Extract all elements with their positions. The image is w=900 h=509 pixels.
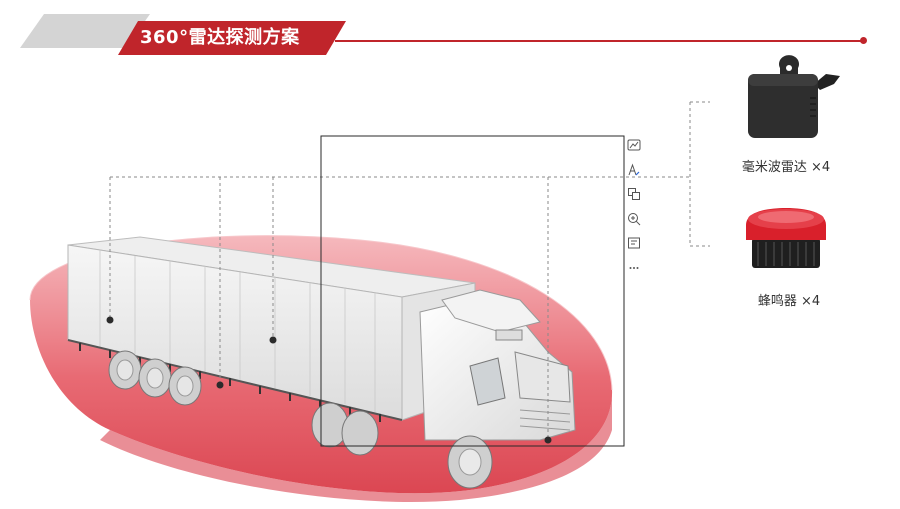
image-toolbar [626, 137, 644, 284]
radar-device-label: 毫米波雷达 ×4 [741, 160, 831, 175]
truck-cab [311, 289, 576, 489]
header-divider-dot [860, 37, 867, 44]
text-style-icon[interactable] [626, 162, 642, 178]
extract-text-icon[interactable] [626, 235, 642, 251]
header-divider-line [335, 40, 863, 42]
buzzer-device-label: 蜂鸣器 ×4 [757, 294, 821, 309]
truck-trailer [67, 236, 476, 422]
detection-zone-rim [100, 390, 613, 502]
page-title: 360°雷达探测方案 [140, 27, 300, 48]
trailer-wheels [108, 350, 202, 406]
more-icon[interactable] [626, 260, 642, 276]
image-edit-icon[interactable] [626, 137, 642, 153]
radar-device-image [748, 55, 840, 138]
buzzer-device-image [746, 208, 826, 268]
radar-sensor-points [106, 316, 552, 444]
zoom-in-icon[interactable] [626, 211, 642, 227]
header-banner [118, 21, 346, 55]
copy-image-icon[interactable] [626, 186, 642, 202]
radar-guide-lines [109, 101, 710, 440]
image-selection-box[interactable] [320, 135, 625, 447]
